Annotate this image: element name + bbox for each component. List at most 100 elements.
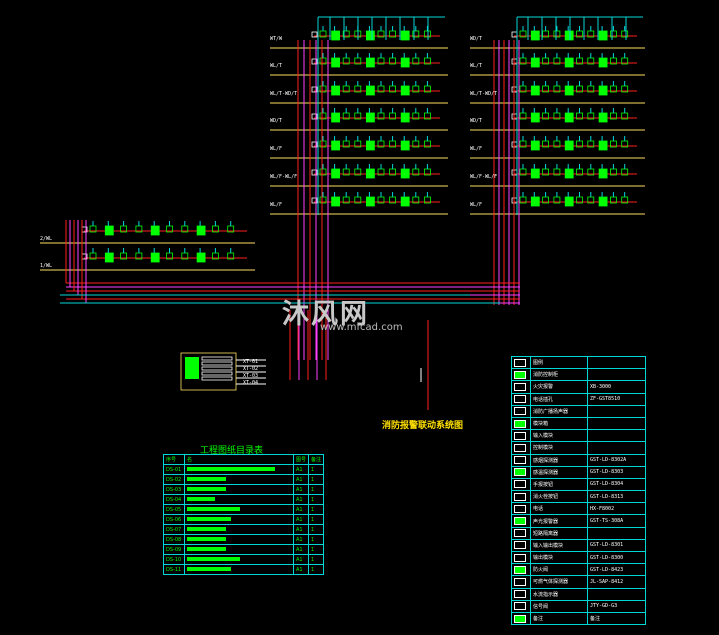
mid-device-1-4 bbox=[150, 252, 160, 263]
index-title-cell bbox=[183, 544, 294, 555]
index-size: A1 bbox=[292, 464, 309, 475]
legend-row: 图例 bbox=[511, 355, 646, 370]
legend-name: 消火栓按钮 bbox=[530, 490, 588, 504]
legend-symbol-icon bbox=[514, 419, 526, 428]
watermark: 沐风网 www.mfcad.com bbox=[282, 292, 403, 333]
index-code: DS-09 bbox=[163, 544, 185, 555]
left-device-5-7 bbox=[400, 168, 410, 179]
watermark-url: www.mfcad.com bbox=[320, 322, 403, 333]
mid-device-0-4 bbox=[150, 225, 160, 236]
legend-name: 火灾报警 bbox=[530, 380, 588, 394]
legend-symbol-icon bbox=[514, 431, 526, 440]
control-panel-slot-4 bbox=[201, 376, 233, 381]
right-device-3-1 bbox=[530, 112, 540, 123]
legend-model bbox=[587, 368, 646, 382]
index-size: A1 bbox=[292, 524, 309, 535]
legend-row: 短路隔离器 bbox=[511, 526, 646, 540]
index-title-bar bbox=[186, 547, 226, 551]
legend-symbol-icon bbox=[514, 395, 526, 404]
left-device-5-1 bbox=[331, 168, 341, 179]
left-device-0-7 bbox=[400, 30, 410, 41]
index-title-bar bbox=[186, 557, 240, 561]
legend-symbol-icon bbox=[514, 358, 526, 367]
right-device-0-7 bbox=[598, 30, 608, 41]
left-device-0-1 bbox=[331, 30, 341, 41]
index-table-caption: 工程图纸目录表 bbox=[200, 446, 264, 456]
right-device-1-1 bbox=[530, 57, 540, 68]
index-count: 1 bbox=[307, 524, 325, 535]
legend-symbol-icon bbox=[514, 443, 526, 452]
right-floor-label: WL/T bbox=[470, 63, 483, 69]
left-device-6-4 bbox=[365, 196, 375, 207]
left-device-2-4 bbox=[365, 85, 375, 96]
index-title-cell bbox=[183, 464, 294, 475]
right-device-2-1 bbox=[530, 85, 540, 96]
index-title-cell bbox=[183, 524, 294, 535]
index-title-cell bbox=[183, 484, 294, 495]
legend-symbol-icon bbox=[514, 577, 526, 586]
legend-name: 感烟探测器 bbox=[530, 453, 588, 467]
control-panel-slot-1 bbox=[201, 361, 233, 366]
legend-model: GST-LD-8313 bbox=[587, 490, 646, 504]
legend-model bbox=[587, 429, 646, 443]
watermark-name: 沐风网 bbox=[282, 299, 369, 330]
left-device-6-1 bbox=[331, 196, 341, 207]
legend-row: 消防广播扬声器 bbox=[511, 404, 646, 418]
legend-name: 信号阀 bbox=[530, 599, 588, 613]
legend-name: 输入输出模块 bbox=[530, 538, 588, 553]
index-header-row: 序号名图号备注 bbox=[163, 454, 325, 465]
legend-symbol-cell bbox=[511, 514, 531, 528]
legend-symbol-cell bbox=[511, 599, 531, 613]
index-count: 1 bbox=[307, 494, 325, 505]
left-device-3-4 bbox=[365, 112, 375, 123]
left-floor-label: WL/F bbox=[270, 202, 283, 208]
index-code: DS-10 bbox=[163, 554, 185, 565]
legend-symbol-cell bbox=[511, 611, 531, 626]
legend-name: 短路隔离器 bbox=[530, 526, 588, 540]
index-code: DS-11 bbox=[163, 564, 185, 575]
left-device-1-4 bbox=[365, 57, 375, 68]
legend-model bbox=[587, 416, 646, 431]
left-floor-label: WD/T bbox=[270, 118, 283, 124]
right-device-6-1 bbox=[530, 196, 540, 207]
legend-symbol-cell bbox=[511, 490, 531, 504]
index-title-bar bbox=[186, 567, 231, 571]
index-size: A1 bbox=[292, 504, 309, 515]
left-module-0 bbox=[311, 31, 318, 38]
left-device-4-1 bbox=[331, 140, 341, 151]
index-count: 1 bbox=[307, 504, 325, 515]
legend-symbol-cell bbox=[511, 355, 531, 370]
legend-name: 消防广播扬声器 bbox=[530, 404, 588, 418]
left-device-4-7 bbox=[400, 140, 410, 151]
index-title-bar bbox=[186, 517, 231, 521]
legend-symbol-icon bbox=[514, 370, 526, 379]
legend-model: GST-LD-8302A bbox=[587, 453, 646, 467]
right-floor-label: WD/T bbox=[470, 118, 483, 124]
mid-device-0-7 bbox=[196, 225, 206, 236]
index-count: 1 bbox=[307, 484, 325, 495]
index-count: 1 bbox=[307, 554, 325, 565]
legend-symbol-icon bbox=[514, 541, 526, 550]
legend-model: XB-3000 bbox=[587, 380, 646, 394]
legend-symbol-cell bbox=[511, 368, 531, 382]
index-size: A1 bbox=[292, 534, 309, 545]
index-count: 1 bbox=[307, 544, 325, 555]
left-floor-label: WL/T bbox=[270, 63, 283, 69]
index-title-cell bbox=[183, 564, 294, 575]
legend-row: 水流指示器 bbox=[511, 587, 646, 601]
left-device-0-4 bbox=[365, 30, 375, 41]
control-panel-unit bbox=[185, 357, 199, 379]
left-device-6-7 bbox=[400, 196, 410, 207]
index-header-cell: 序号 bbox=[163, 454, 185, 465]
index-size: A1 bbox=[292, 544, 309, 555]
